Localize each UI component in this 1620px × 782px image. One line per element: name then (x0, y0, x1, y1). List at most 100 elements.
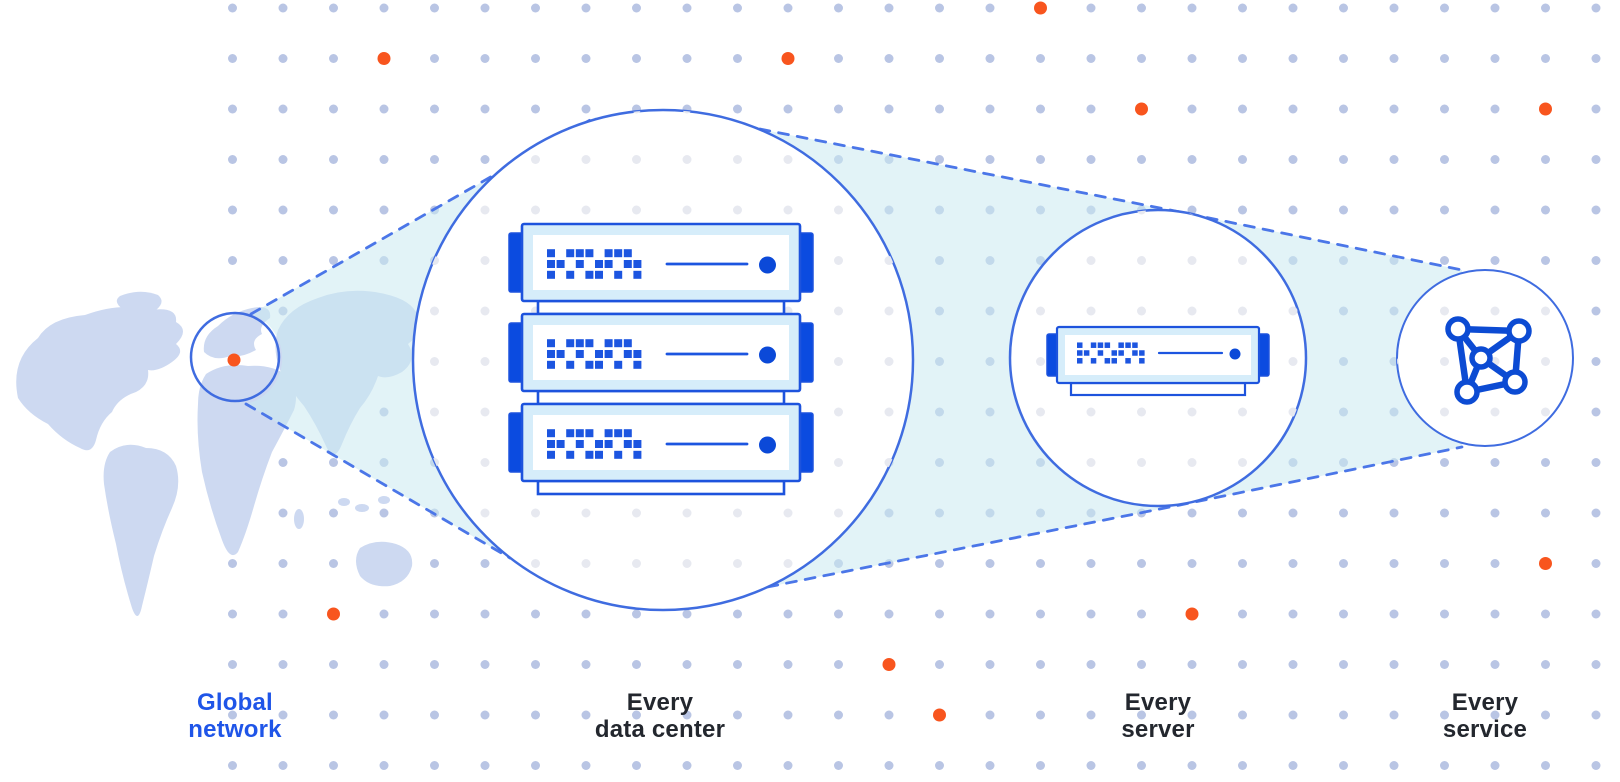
grid-dot (1591, 458, 1601, 467)
grid-dot (1187, 508, 1197, 518)
grid-dot (884, 3, 894, 13)
grid-dot (1490, 660, 1500, 669)
grid-dot-faint (783, 508, 793, 518)
grid-dot-faint (1086, 306, 1096, 316)
grid-dot (329, 458, 338, 467)
grid-dot (935, 3, 944, 13)
grid-dot (531, 660, 540, 669)
grid-dot (480, 155, 490, 164)
grid-dot (783, 609, 793, 619)
grid-dot (430, 104, 439, 114)
grid-dot (1591, 660, 1601, 669)
grid-dot-faint (531, 155, 540, 164)
grid-dot (1339, 155, 1348, 164)
grid-dot (1238, 155, 1247, 164)
grid-dot (228, 256, 237, 265)
pixel-matrix-dot (566, 270, 575, 279)
grid-dot (1036, 609, 1045, 619)
grid-dot (1389, 710, 1399, 720)
orange-accent-dot (377, 52, 391, 65)
pixel-matrix-dot (623, 350, 632, 358)
continent (356, 541, 413, 587)
grid-dot (834, 3, 843, 13)
server-front-panel (533, 415, 789, 470)
pixel-matrix-dot (1139, 350, 1145, 356)
pixel-matrix-dot (623, 440, 632, 448)
grid-dot (480, 559, 490, 568)
grid-dot (733, 761, 742, 770)
grid-dot (531, 3, 540, 13)
grid-dot (935, 660, 944, 669)
pixel-matrix-dot (547, 270, 555, 279)
grid-dot (278, 256, 288, 265)
grid-dot (1137, 54, 1146, 63)
grid-dot-faint (1288, 306, 1298, 316)
pixel-matrix-dot (1118, 342, 1124, 348)
grid-dot (1187, 559, 1197, 568)
grid-dot-faint (480, 407, 490, 417)
pixel-matrix-dot (547, 440, 555, 448)
grid-dot-faint (430, 407, 439, 417)
label-every-server: Every server (1121, 689, 1194, 743)
grid-dot (1288, 3, 1298, 13)
grid-dot (1440, 54, 1449, 63)
grid-dot (1389, 104, 1399, 114)
grid-dot (1187, 54, 1197, 63)
grid-dot (935, 54, 944, 63)
grid-dot-faint (834, 508, 843, 518)
grid-dot (329, 104, 338, 114)
grid-dot (1541, 256, 1550, 265)
label-line2: server (1121, 716, 1195, 743)
grid-dot (1389, 155, 1399, 164)
grid-dot-faint (632, 205, 641, 215)
grid-dot-faint (733, 205, 742, 215)
grid-dot-faint (682, 205, 692, 215)
grid-dot-faint (834, 205, 843, 215)
grid-dot (1086, 710, 1096, 720)
grid-dot (1036, 660, 1045, 669)
grid-dot (581, 761, 591, 770)
grid-dot (682, 660, 692, 669)
grid-dot (581, 609, 591, 619)
grid-dot (1238, 104, 1247, 114)
pixel-matrix-dot (633, 260, 642, 268)
grid-dot (1137, 761, 1146, 770)
pixel-matrix-dot (623, 339, 632, 348)
grid-dot (682, 609, 692, 619)
pixel-matrix-dot (566, 429, 575, 438)
mesh-node (1445, 316, 1471, 342)
grid-dot (379, 660, 389, 669)
pixel-matrix-dot (1104, 358, 1111, 364)
grid-dot (1440, 205, 1449, 215)
grid-dot (278, 609, 288, 619)
grid-dot (1591, 609, 1601, 619)
grid-dot-faint (1036, 357, 1045, 366)
grid-dot-faint (430, 306, 439, 316)
grid-dot (1541, 761, 1550, 770)
grid-dot (278, 559, 288, 568)
pixel-matrix-dot (614, 270, 623, 279)
island (338, 498, 350, 506)
grid-dot (480, 761, 490, 770)
grid-dot (1591, 306, 1601, 316)
grid-dot-faint (733, 508, 742, 518)
grid-dot (379, 205, 389, 215)
grid-dot-faint (1187, 458, 1197, 467)
grid-dot (985, 54, 995, 63)
grid-dot (1591, 3, 1601, 13)
grid-dot (329, 710, 338, 720)
grid-dot (278, 54, 288, 63)
grid-dot (935, 155, 944, 164)
grid-dot (1490, 155, 1500, 164)
grid-dot (1339, 508, 1348, 518)
grid-dot (278, 660, 288, 669)
label-global-network: Global network (188, 689, 281, 743)
grid-dot-faint (783, 205, 793, 215)
grid-dot (379, 609, 389, 619)
grid-dot-faint (1187, 306, 1197, 316)
orange-accent-dot (1034, 1, 1047, 15)
global-network-circle (189, 311, 281, 403)
pixel-matrix-dot (595, 450, 603, 459)
grid-dot (1389, 54, 1399, 63)
